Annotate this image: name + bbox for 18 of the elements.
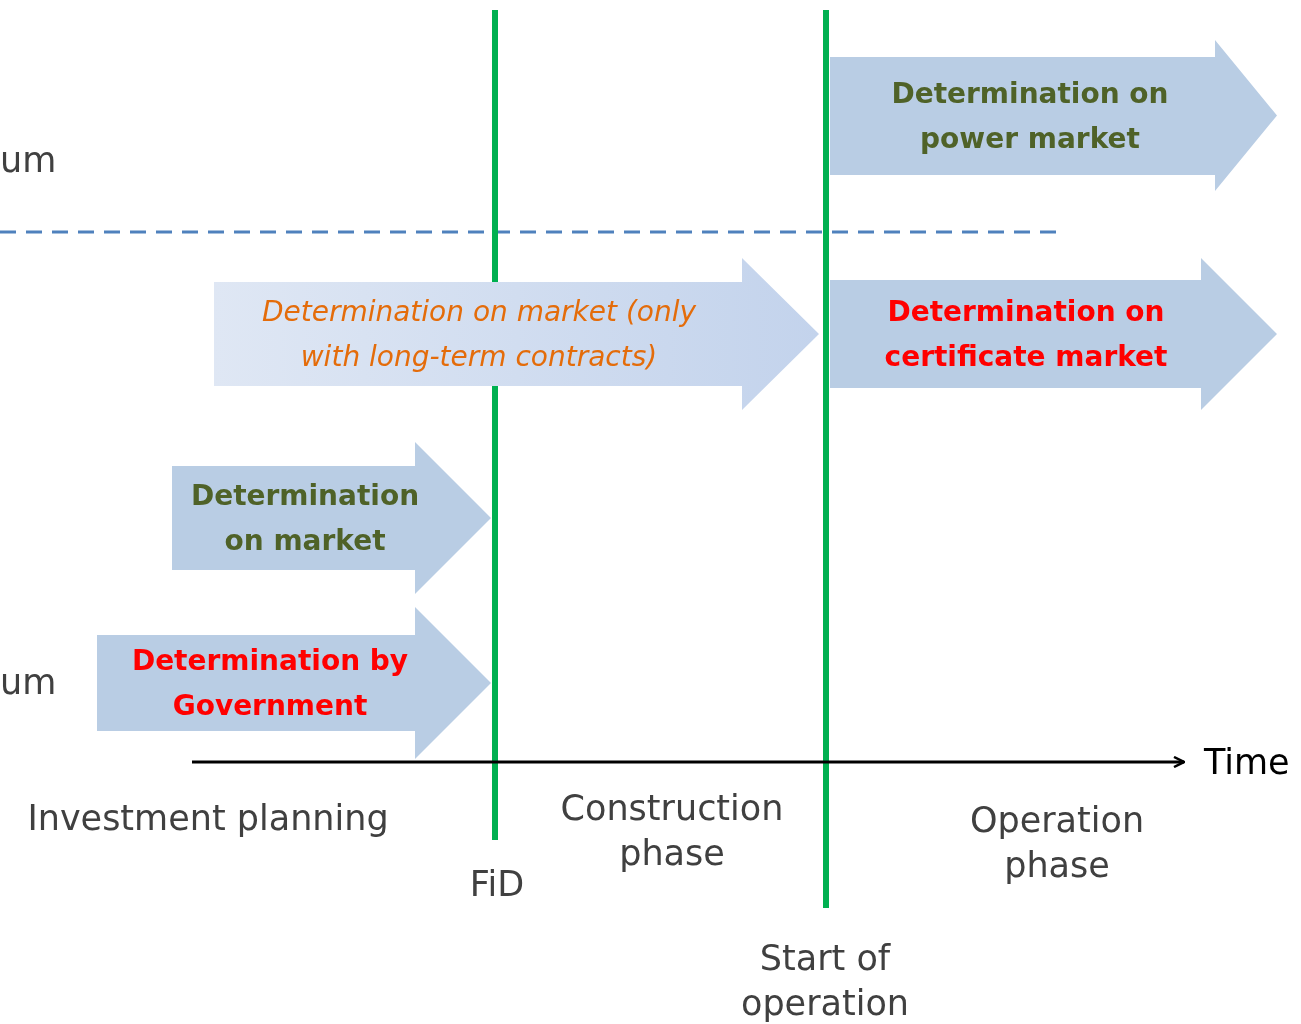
row-label: um bbox=[0, 139, 58, 182]
pointed-banner bbox=[830, 258, 1277, 410]
phase-label: Construction phase bbox=[559, 787, 785, 875]
pointed-banner bbox=[214, 258, 819, 410]
arrow-label: Determination on certificate market bbox=[883, 294, 1169, 375]
arrow-label: Determination on market (only with long-term contracts) bbox=[260, 294, 698, 375]
arrow-label: Determination on market bbox=[189, 478, 421, 559]
pointed-banner bbox=[97, 607, 491, 759]
phase-label: Operation phase bbox=[968, 799, 1146, 887]
arrow-label: Determination on power market bbox=[890, 75, 1170, 157]
row-label: um bbox=[0, 661, 58, 704]
milestone-label: Start of operation bbox=[739, 937, 910, 1024]
arrow-label: Determination by Government bbox=[130, 643, 410, 724]
axis-label: Time bbox=[1204, 741, 1291, 784]
milestone-label: FiD bbox=[468, 863, 526, 906]
pointed-banner bbox=[830, 40, 1277, 191]
phase-label: Investment planning bbox=[26, 797, 390, 840]
pointed-banner bbox=[172, 442, 491, 594]
